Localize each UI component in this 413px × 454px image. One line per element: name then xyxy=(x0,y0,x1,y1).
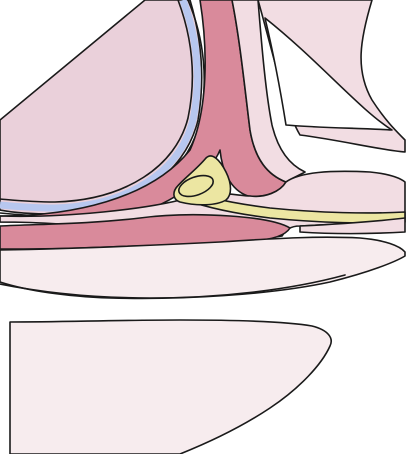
bottom-pale-lobe xyxy=(10,320,331,454)
